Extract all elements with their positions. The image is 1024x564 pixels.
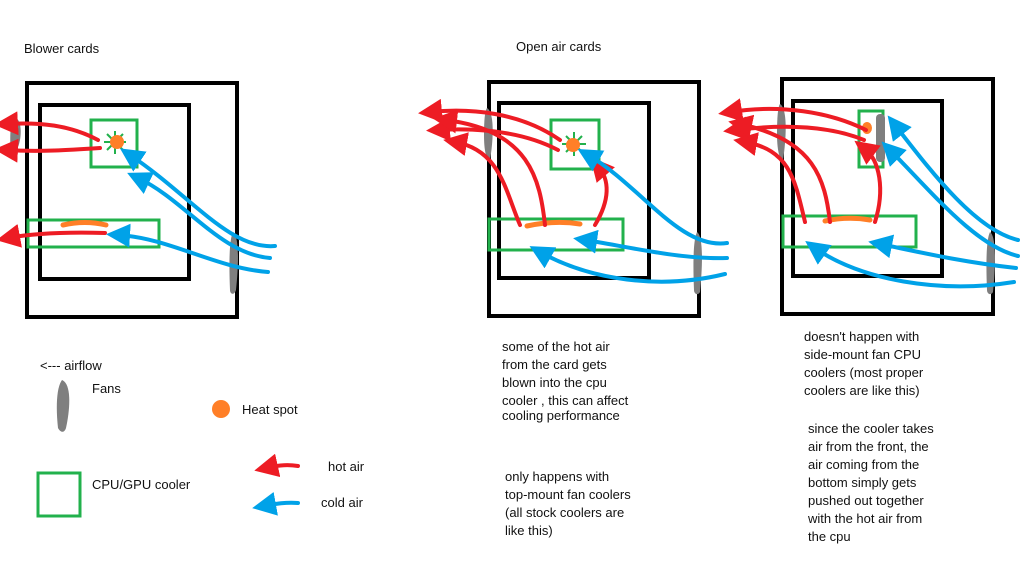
open-air-case-side-mount bbox=[780, 77, 995, 316]
fan-icon bbox=[56, 380, 70, 432]
note-line: since the cooler takes bbox=[808, 421, 934, 436]
blower-title: Blower cards bbox=[24, 41, 100, 56]
hot-air-arrows bbox=[0, 111, 107, 248]
legend-hot-air: hot air bbox=[328, 459, 365, 474]
note-line: air coming from the bbox=[808, 457, 920, 472]
note-line: doesn't happen with bbox=[804, 329, 920, 344]
heat-spot bbox=[110, 135, 124, 149]
note-line: from the card gets bbox=[502, 357, 607, 372]
gpu-cooler bbox=[487, 217, 625, 252]
note-line: coolers (most proper bbox=[804, 365, 924, 380]
cold-air-arrow-icon bbox=[252, 492, 300, 516]
note-line: cooling performance bbox=[502, 408, 620, 423]
hot-air-arrow-icon bbox=[254, 453, 300, 478]
note-line: cooler , this can affect bbox=[502, 393, 629, 408]
fan-icon bbox=[777, 104, 786, 160]
legend-cooler: CPU/GPU cooler bbox=[92, 477, 191, 492]
note-line: some of the hot air bbox=[502, 339, 610, 354]
cold-air-arrows bbox=[106, 148, 277, 274]
legend-cold-air: cold air bbox=[321, 495, 363, 510]
cpu-cooler bbox=[549, 118, 601, 171]
note-line: bottom simply gets bbox=[808, 475, 917, 490]
hot-air-arrows bbox=[718, 98, 883, 224]
heat-spot bbox=[566, 138, 580, 152]
blower-case bbox=[25, 81, 239, 319]
open-air-title: Open air cards bbox=[516, 39, 602, 54]
note-line: like this) bbox=[505, 523, 553, 538]
note-line: with the hot air from bbox=[808, 511, 923, 526]
cold-air-arrows bbox=[529, 148, 729, 284]
note-line: side-mount fan CPU bbox=[804, 347, 922, 362]
note-line: coolers are like this) bbox=[804, 383, 920, 398]
legend-heat-spot: Heat spot bbox=[242, 402, 298, 417]
heat-spot bbox=[60, 220, 109, 228]
fan-icon bbox=[876, 114, 885, 162]
note-line: the cpu bbox=[808, 529, 851, 544]
heat-spot-icon bbox=[212, 400, 230, 418]
open-air-case-top-mount bbox=[487, 80, 701, 318]
cpu-cooler bbox=[89, 118, 139, 169]
note-line: blown into the cpu bbox=[502, 375, 607, 390]
legend-airflow: <--- airflow bbox=[40, 358, 102, 373]
cooler-icon bbox=[36, 471, 82, 518]
legend-fans: Fans bbox=[92, 381, 121, 396]
cold-air-arrows bbox=[805, 115, 1020, 289]
note-line: pushed out together bbox=[808, 493, 924, 508]
heat-spot bbox=[524, 219, 583, 229]
note-line: only happens with bbox=[505, 469, 610, 484]
note-line: air from the front, the bbox=[808, 439, 929, 454]
fan-icon bbox=[484, 108, 493, 160]
note-line: (all stock coolers are bbox=[505, 505, 625, 520]
note-line: top-mount fan coolers bbox=[505, 487, 631, 502]
